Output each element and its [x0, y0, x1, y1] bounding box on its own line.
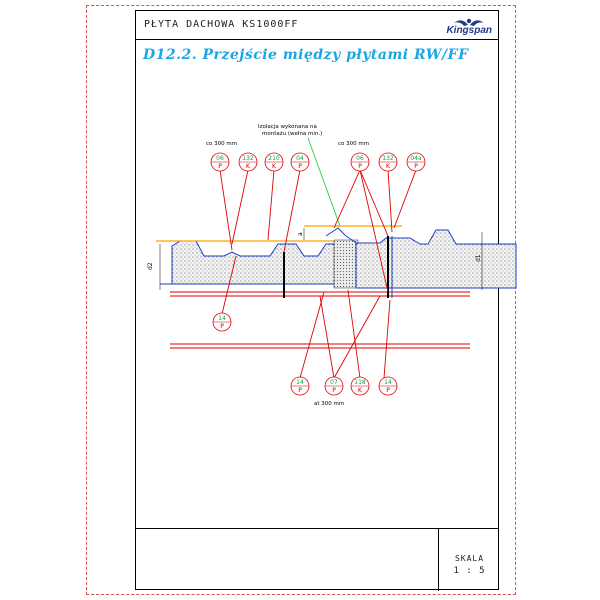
svg-text:210: 210 [268, 155, 280, 162]
svg-text:K: K [386, 163, 391, 170]
svg-text:04: 04 [296, 155, 304, 162]
sheet-title: PŁYTA DACHOWA KS1000FF [144, 19, 299, 30]
drawing-subtitle: D12.2. Przejście między płytami RW/FF [143, 47, 469, 63]
insulation-note-line2: montażu (wełna min.) [262, 131, 322, 137]
svg-text:04a: 04a [410, 155, 422, 162]
svg-text:P: P [386, 387, 390, 394]
svg-text:P: P [358, 163, 362, 170]
svg-text:14: 14 [218, 315, 226, 322]
svg-text:P: P [218, 163, 222, 170]
svg-text:P: P [220, 323, 224, 330]
spacing-note-bottom: at 300 mm [314, 401, 344, 407]
svg-text:14: 14 [296, 379, 304, 386]
svg-text:07: 07 [330, 379, 338, 386]
scale-value: 1 : 5 [453, 566, 486, 576]
dimension-d1: d1 [475, 254, 482, 262]
svg-text:132: 132 [242, 155, 254, 162]
left-roof-panel [160, 240, 357, 285]
callout-6: 132 K [378, 152, 398, 172]
svg-text:132: 132 [382, 155, 394, 162]
svg-text:118: 118 [354, 379, 366, 386]
dimension-d2: d2 [147, 262, 154, 270]
drawing-sheet: PŁYTA DACHOWA KS1000FF Kingspan D12.2. P… [135, 10, 500, 591]
callout-12: 14 P [378, 376, 398, 396]
footer-divider [136, 528, 498, 529]
svg-text:K: K [358, 387, 363, 394]
callout-2: 132 K [238, 152, 258, 172]
svg-text:P: P [414, 163, 418, 170]
logo-wordmark: Kingspan [446, 25, 492, 36]
svg-text:P: P [298, 163, 302, 170]
callout-8: 14 P [212, 312, 232, 332]
dimension-a: a [297, 232, 304, 236]
insulation-pointer [307, 137, 341, 227]
callout-4: 04 P [290, 152, 310, 172]
callout-1: 06 P [210, 152, 230, 172]
svg-text:14: 14 [384, 379, 392, 386]
kingspan-logo-icon [454, 18, 484, 26]
callout-9: 14 P [290, 376, 310, 396]
scale-box: SKALA 1 : 5 [438, 528, 500, 591]
spacing-note-top-left: co 300 mm [206, 141, 237, 147]
insulation-joint [333, 239, 359, 289]
svg-text:06: 06 [356, 155, 364, 162]
svg-text:06: 06 [216, 155, 224, 162]
callout-11: 118 K [350, 376, 370, 396]
callout-10: 07 P [324, 376, 344, 396]
header-divider [136, 39, 498, 40]
fasteners [283, 236, 393, 298]
callout-7: 04a P [406, 152, 426, 172]
callout-5: 06 P [350, 152, 370, 172]
svg-text:K: K [246, 163, 251, 170]
right-roof-panel [325, 227, 517, 289]
leader-lines [219, 169, 417, 379]
svg-text:P: P [298, 387, 302, 394]
spacing-note-top-right: co 300 mm [338, 141, 369, 147]
callout-3: 210 K [264, 152, 284, 172]
outer-frame [86, 5, 516, 595]
insulation-note-line1: Izolacja wykonana na [258, 124, 317, 130]
scale-label: SKALA [454, 554, 485, 563]
svg-text:K: K [272, 163, 277, 170]
svg-text:P: P [332, 387, 336, 394]
